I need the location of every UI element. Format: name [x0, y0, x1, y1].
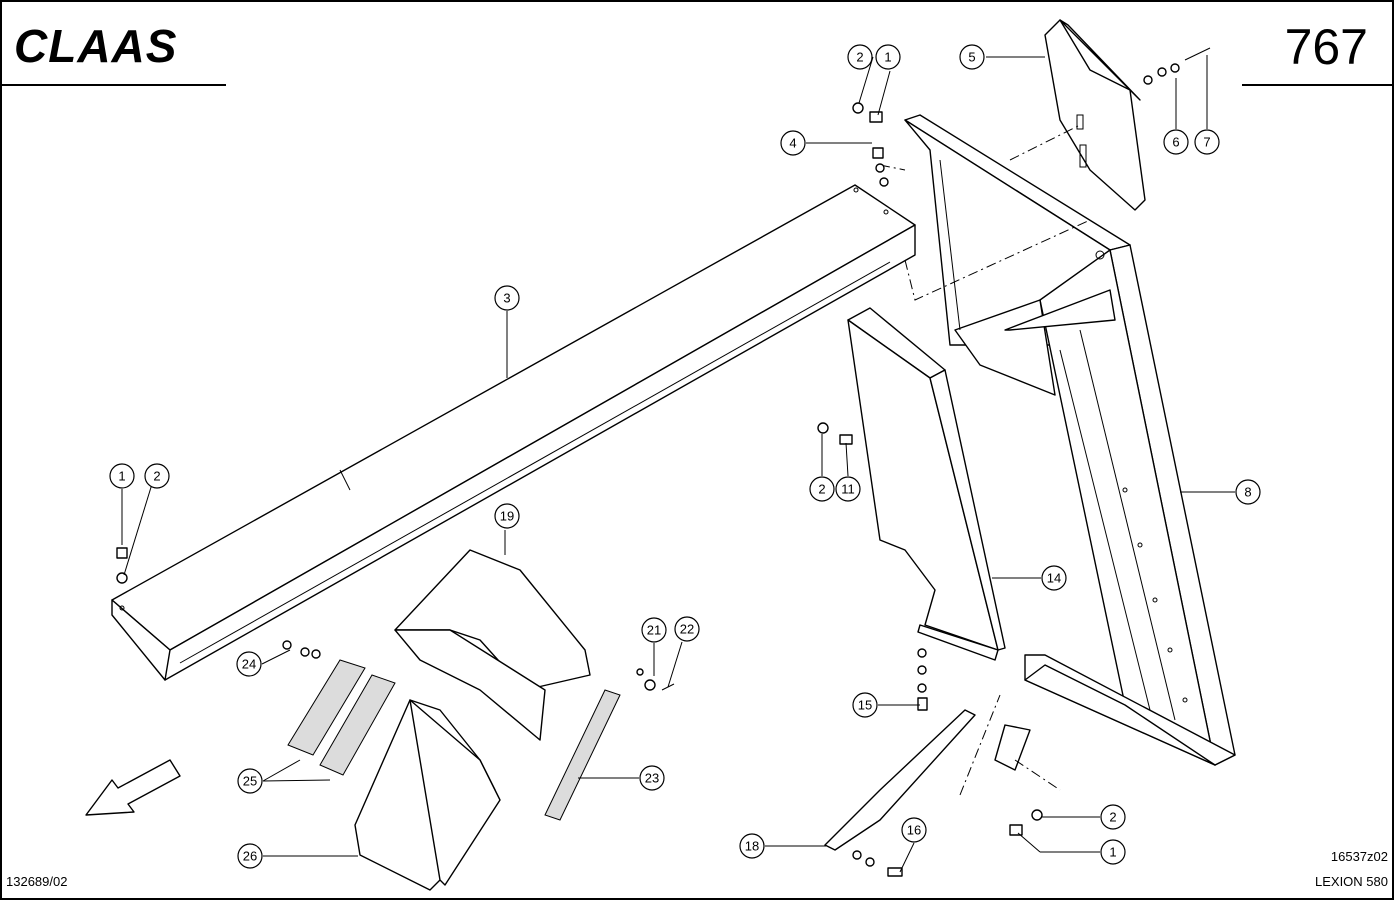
callout-16: 16	[901, 817, 927, 843]
svg-text:24: 24	[242, 657, 256, 672]
callout-25: 25	[237, 768, 263, 794]
drawing-id: 16537z02	[1331, 849, 1388, 864]
page-number: 767	[1285, 19, 1368, 75]
svg-text:7: 7	[1203, 135, 1210, 150]
svg-text:5: 5	[968, 50, 975, 65]
callout-15: 15	[852, 692, 878, 718]
direction-arrow-icon	[85, 759, 181, 816]
callout-1-top: 1	[875, 44, 901, 70]
svg-text:25: 25	[243, 774, 257, 789]
svg-text:1: 1	[884, 50, 891, 65]
svg-text:8: 8	[1244, 485, 1251, 500]
svg-text:14: 14	[1047, 571, 1061, 586]
callout-7: 7	[1194, 129, 1220, 155]
callout-2-top: 2	[847, 44, 873, 70]
svg-text:23: 23	[645, 771, 659, 786]
document-id: 132689/02	[6, 874, 67, 889]
callout-21: 21	[641, 617, 667, 643]
svg-text:18: 18	[745, 839, 759, 854]
callout-2-left: 2	[144, 463, 170, 489]
part-5-bracket	[1044, 19, 1146, 211]
svg-text:3: 3	[503, 291, 510, 306]
part-8-frame	[904, 114, 1236, 766]
svg-text:15: 15	[858, 698, 872, 713]
callout-2-mid: 2	[809, 476, 835, 502]
part-19-shield	[394, 549, 591, 741]
callout-24: 24	[236, 651, 262, 677]
callout-2-bottom: 2	[1100, 804, 1126, 830]
svg-text:2: 2	[153, 469, 160, 484]
model-name: LEXION 580	[1315, 874, 1388, 889]
svg-text:1: 1	[1109, 845, 1116, 860]
callout-6: 6	[1163, 129, 1189, 155]
svg-text:19: 19	[500, 509, 514, 524]
part-23-strip	[544, 689, 621, 821]
svg-text:1: 1	[118, 469, 125, 484]
callout-3: 3	[494, 285, 520, 311]
leader-lines	[121, 55, 1235, 873]
svg-text:22: 22	[680, 622, 694, 637]
callout-18: 18	[739, 833, 765, 859]
svg-text:2: 2	[856, 50, 863, 65]
part-26-shield	[354, 699, 501, 891]
callout-22: 22	[674, 616, 700, 642]
svg-text:26: 26	[243, 849, 257, 864]
callout-23: 23	[639, 765, 665, 791]
part-3-cover	[111, 184, 916, 681]
callout-1-bottom: 1	[1100, 839, 1126, 865]
svg-text:2: 2	[818, 482, 825, 497]
callout-1-left: 1	[109, 463, 135, 489]
callout-19: 19	[494, 503, 520, 529]
svg-text:6: 6	[1172, 135, 1179, 150]
svg-text:21: 21	[647, 623, 661, 638]
callout-14: 14	[1041, 565, 1067, 591]
svg-text:16: 16	[907, 823, 921, 838]
callout-4: 4	[780, 130, 806, 156]
brand-logo: CLAAS	[14, 20, 177, 72]
callout-8: 8	[1235, 479, 1261, 505]
callout-26: 26	[237, 843, 263, 869]
svg-text:2: 2	[1109, 810, 1116, 825]
callout-5: 5	[959, 44, 985, 70]
part-25-filter-mats	[287, 659, 396, 776]
svg-text:4: 4	[789, 136, 796, 151]
part-14-panel	[847, 307, 1006, 661]
svg-text:11: 11	[841, 482, 855, 497]
hardware	[116, 47, 1211, 877]
part-18-brace	[824, 709, 1031, 851]
callout-11: 11	[835, 476, 861, 502]
